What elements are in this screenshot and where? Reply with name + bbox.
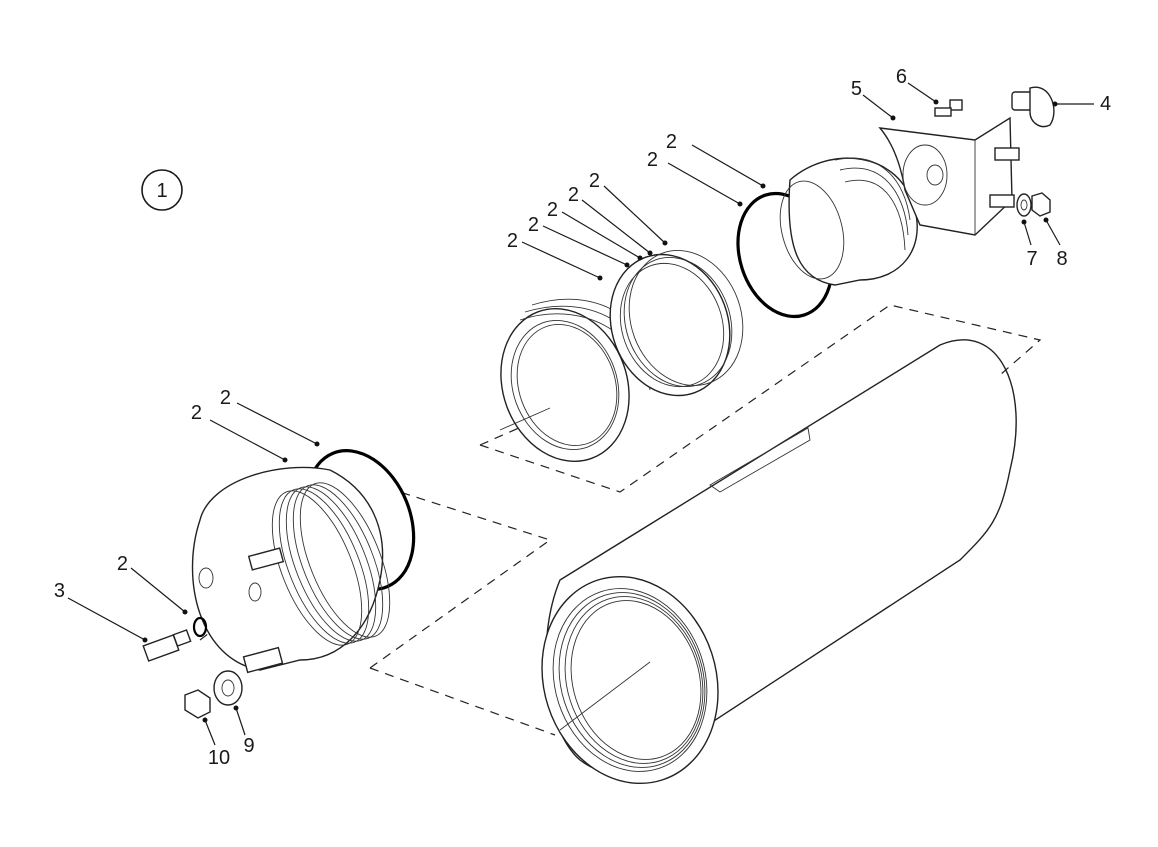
head-cap-bottom <box>191 466 391 674</box>
callout-leaders <box>67 82 1094 746</box>
callout-2-j: 2 <box>117 553 128 575</box>
nut-top <box>1031 192 1051 217</box>
view-number-badge: 1 <box>141 169 183 211</box>
callout-2-i: 2 <box>191 402 202 424</box>
callout-5: 5 <box>851 78 862 100</box>
stud-top <box>989 147 1020 208</box>
callout-2-b: 2 <box>647 149 658 171</box>
housing-tube <box>541 339 1017 785</box>
callout-8: 8 <box>1056 248 1067 270</box>
callout-4: 4 <box>1100 93 1111 115</box>
callout-2-f: 2 <box>528 214 539 236</box>
callout-7: 7 <box>1026 248 1037 270</box>
threaded-ring-middle <box>609 250 744 397</box>
screw-top <box>934 99 963 117</box>
view-number: 1 <box>156 180 167 202</box>
elbow-fitting <box>1011 86 1055 128</box>
callout-2-e: 2 <box>547 199 558 221</box>
washer-bottom <box>213 670 243 706</box>
callout-9: 9 <box>243 735 254 757</box>
callout-3: 3 <box>54 580 65 602</box>
callout-2-a: 2 <box>666 131 677 153</box>
callout-2-g: 2 <box>507 230 518 252</box>
washer-top <box>1016 193 1032 217</box>
callout-6: 6 <box>896 66 907 88</box>
head-cap-top <box>779 157 918 286</box>
mounting-bracket <box>878 116 1013 236</box>
small-o-ring <box>192 616 208 638</box>
fitting-bottom <box>142 629 192 662</box>
callout-2-c: 2 <box>589 170 600 192</box>
callout-2-h: 2 <box>220 387 231 409</box>
callout-labels: 2 2 2 2 2 2 2 2 2 2 3 4 5 6 7 8 9 10 <box>54 66 1111 769</box>
nut-bottom <box>184 689 211 719</box>
callout-2-d: 2 <box>568 184 579 206</box>
callout-10: 10 <box>208 747 230 769</box>
